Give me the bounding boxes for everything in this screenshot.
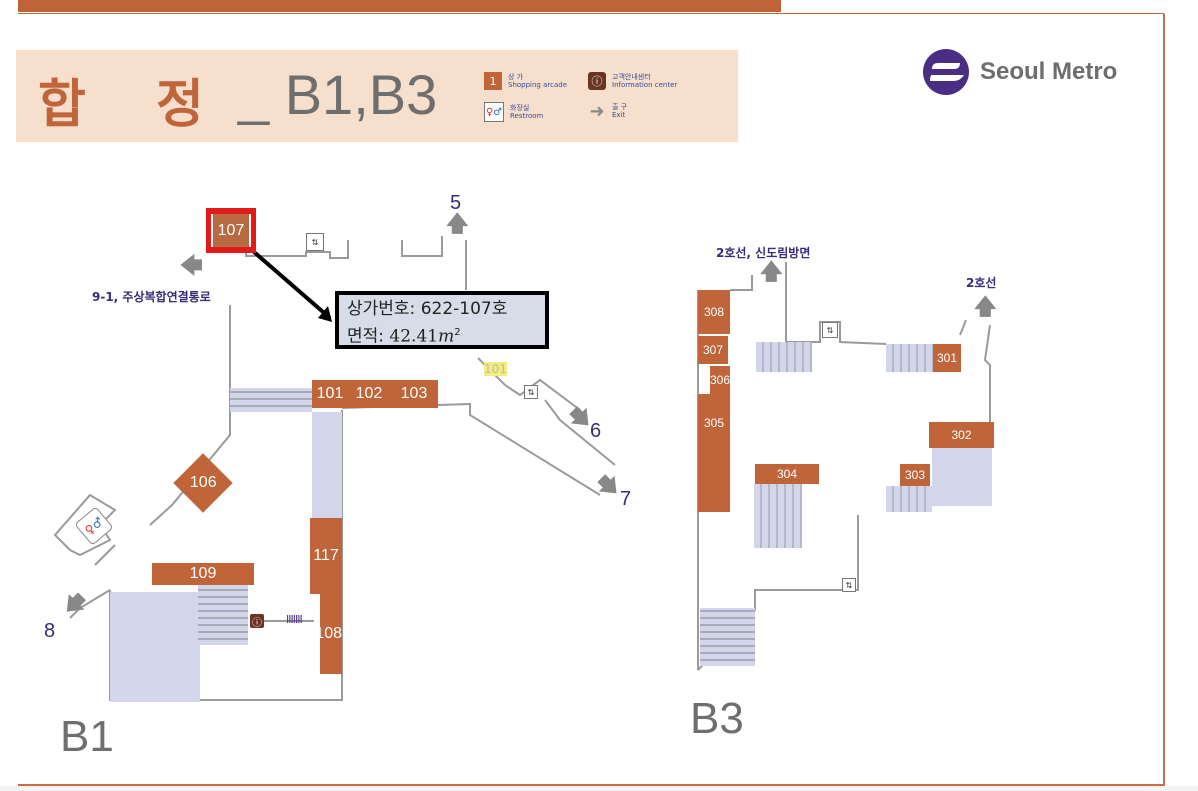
exit-8-label[interactable]: 8 <box>44 620 56 642</box>
exit-7-label[interactable]: 7 <box>620 488 632 510</box>
b3-platform-area <box>932 448 992 506</box>
legend-label-ko: 고객안내센터 <box>612 73 651 81</box>
shop-info-callout: 상가번호: 622-107호 면적: 42.41m2 <box>335 291 549 349</box>
shop-303[interactable]: 303 <box>900 464 930 486</box>
station-name: 합 정 <box>38 75 230 135</box>
shop-108[interactable]: 108 <box>320 594 342 674</box>
b3-stairs-left <box>756 342 812 372</box>
b1-platform-area <box>110 592 200 702</box>
top-accent-bar <box>18 0 781 12</box>
exit-5-label[interactable]: 5 <box>450 192 462 214</box>
shop-117[interactable]: 117 <box>310 518 342 594</box>
line2-sindorim-label[interactable]: 2호선, 신도림방면 <box>716 246 811 260</box>
legend-label-en: Restroom <box>510 112 544 120</box>
seoul-metro-emblem-icon <box>923 49 969 95</box>
exit-5-arrow-icon: 🡅 <box>446 212 469 237</box>
shop-305[interactable]: 305 <box>698 394 730 512</box>
b1-stairs-top <box>230 388 312 412</box>
shop-307[interactable]: 307 <box>698 336 728 364</box>
elevator-icon: ⇅ <box>822 322 838 338</box>
info-connector <box>264 620 314 622</box>
information-center-icon: ⓘ <box>250 614 264 629</box>
b3-stairs-right <box>886 344 934 372</box>
legend-label-ko: 상 가 <box>508 73 524 81</box>
elevator-icon: ⇅ <box>842 578 856 592</box>
area-exponent: 2 <box>454 327 461 338</box>
shop-102[interactable]: 102 <box>348 380 390 408</box>
shop-106-label: 106 <box>189 473 217 491</box>
legend-label-en: Information center <box>612 81 678 89</box>
shop-109[interactable]: 109 <box>152 563 254 585</box>
right-frame-line <box>1163 14 1165 786</box>
legend-label-ko: 출 구 <box>612 103 628 111</box>
restroom-icon: ♀♂ <box>484 102 504 122</box>
line2-sindorim-arrow-icon: 🡅 <box>760 260 783 285</box>
b3-stairs-303 <box>886 486 932 512</box>
shop-306[interactable]: 306 <box>710 366 730 394</box>
callout-pointer <box>252 250 332 320</box>
elevator-icon: ⇅ <box>306 233 324 251</box>
shop-308[interactable]: 308 <box>698 290 730 334</box>
floors-title: _ B1,B3 <box>238 63 438 126</box>
shop-101[interactable]: 101 <box>312 380 348 408</box>
legend-label-ko: 화장실 <box>510 104 530 112</box>
area-unit: m <box>438 326 455 347</box>
exit-arrow-icon: ➜ <box>589 100 605 122</box>
exit-6-label[interactable]: 6 <box>590 420 602 442</box>
b1-concourse-area <box>312 412 342 518</box>
elevator-icon: ⇅ <box>524 385 538 399</box>
top-frame-line <box>18 13 1164 14</box>
floor-label-b1: B1 <box>60 712 114 761</box>
b1-stairs-bottom <box>198 585 248 645</box>
seoul-metro-logo: Seoul Metro <box>920 48 1117 96</box>
ticket-gate-icon: IIIIIII <box>286 613 303 626</box>
shop-107: 107 <box>211 214 251 247</box>
connection-passage-label[interactable]: 9-1, 주상복합연결통로 <box>92 290 211 304</box>
logo-text: Seoul Metro <box>980 58 1118 85</box>
floor-label-b3: B3 <box>690 694 744 743</box>
line2-arrow-icon: 🡅 <box>974 295 997 320</box>
shop-301[interactable]: 301 <box>933 344 961 372</box>
b3-stairs-bottom <box>700 608 755 666</box>
b3-stairs-center <box>754 484 802 548</box>
legend-label-en: Exit <box>612 111 626 119</box>
connection-arrow-icon: 🡄 <box>180 254 203 279</box>
shop-area-text: 면적: 42.41m2 <box>347 321 537 349</box>
shop-103[interactable]: 103 <box>390 380 438 408</box>
shop-304[interactable]: 304 <box>755 464 819 484</box>
shop-302[interactable]: 302 <box>929 422 994 448</box>
area-label: 면적: <box>347 326 390 347</box>
bottom-frame-line <box>18 784 1165 786</box>
faded-shop-101: 101 <box>484 362 507 376</box>
information-center-icon: ⓘ <box>588 72 606 90</box>
area-value: 42.41 <box>389 326 439 347</box>
bottom-strip <box>0 786 1198 791</box>
shop-number-text: 상가번호: 622-107호 <box>347 299 508 319</box>
shopping-arcade-icon: 1 <box>484 72 502 90</box>
highlighted-shop-107[interactable]: 107 <box>206 208 256 253</box>
legend-label-en: Shopping arcade <box>508 81 568 89</box>
line2-label[interactable]: 2호선 <box>966 276 997 290</box>
